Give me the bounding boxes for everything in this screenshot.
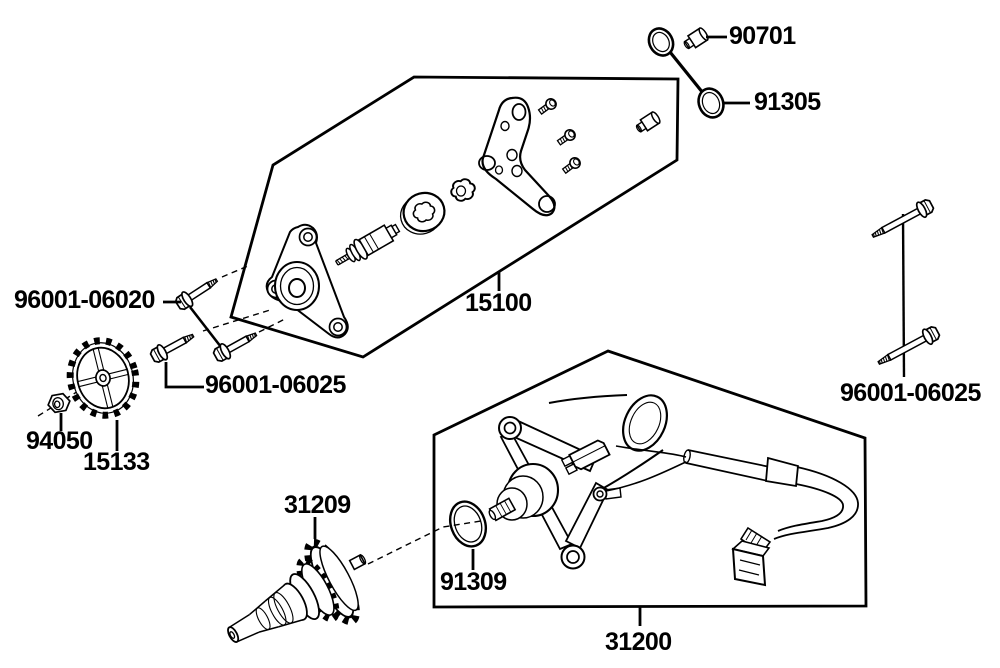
starter-box [432,349,868,626]
pump-inner-rotor [447,176,479,204]
oring-91305 [697,87,725,119]
part-label-91309: 91309 [440,568,507,596]
left-bolts-group [147,265,286,389]
oring-91309 [448,500,488,548]
starter-motor [448,394,859,587]
cover-screw [555,126,578,148]
pump-outer-rotor [399,191,446,235]
part-label-90701: 90701 [729,22,796,50]
flange-bolt-06025-left [147,327,198,366]
part-label-15100: 15100 [465,289,532,317]
oring-bushing-group [647,27,750,119]
motor-terminal [560,439,611,476]
bushing-90701 [683,27,709,50]
part-label-91305: 91305 [754,88,821,116]
oil-pump-sprocket [66,337,140,419]
starter-gear-group [227,517,482,643]
part-label-96001-06020: 96001-06020 [14,286,155,314]
right-bolts-group [867,196,943,378]
oring-small [647,27,675,57]
part-label-96001-06025-left: 96001-06025 [205,371,346,399]
flange-bolt-06020 [172,272,222,314]
part-label-15133: 15133 [83,448,150,476]
nut-94050 [47,392,71,414]
oil-pump-parts [265,95,661,339]
part-label-96001-06025-right: 96001-06025 [840,379,981,407]
part-label-31200: 31200 [605,628,672,656]
sprocket-group [37,337,140,451]
oil-pump-outline [229,75,680,359]
pump-shaft [335,223,401,266]
part-label-31209: 31209 [284,491,351,519]
starter-gear [227,538,360,643]
part-label-94050: 94050 [26,427,93,455]
dowel-pin [635,111,661,133]
cover-screw [560,154,583,177]
connector [731,526,772,587]
cover-screw [536,95,559,118]
flange-bolt-06025-right [873,323,943,372]
leader-06025-left [164,362,204,389]
